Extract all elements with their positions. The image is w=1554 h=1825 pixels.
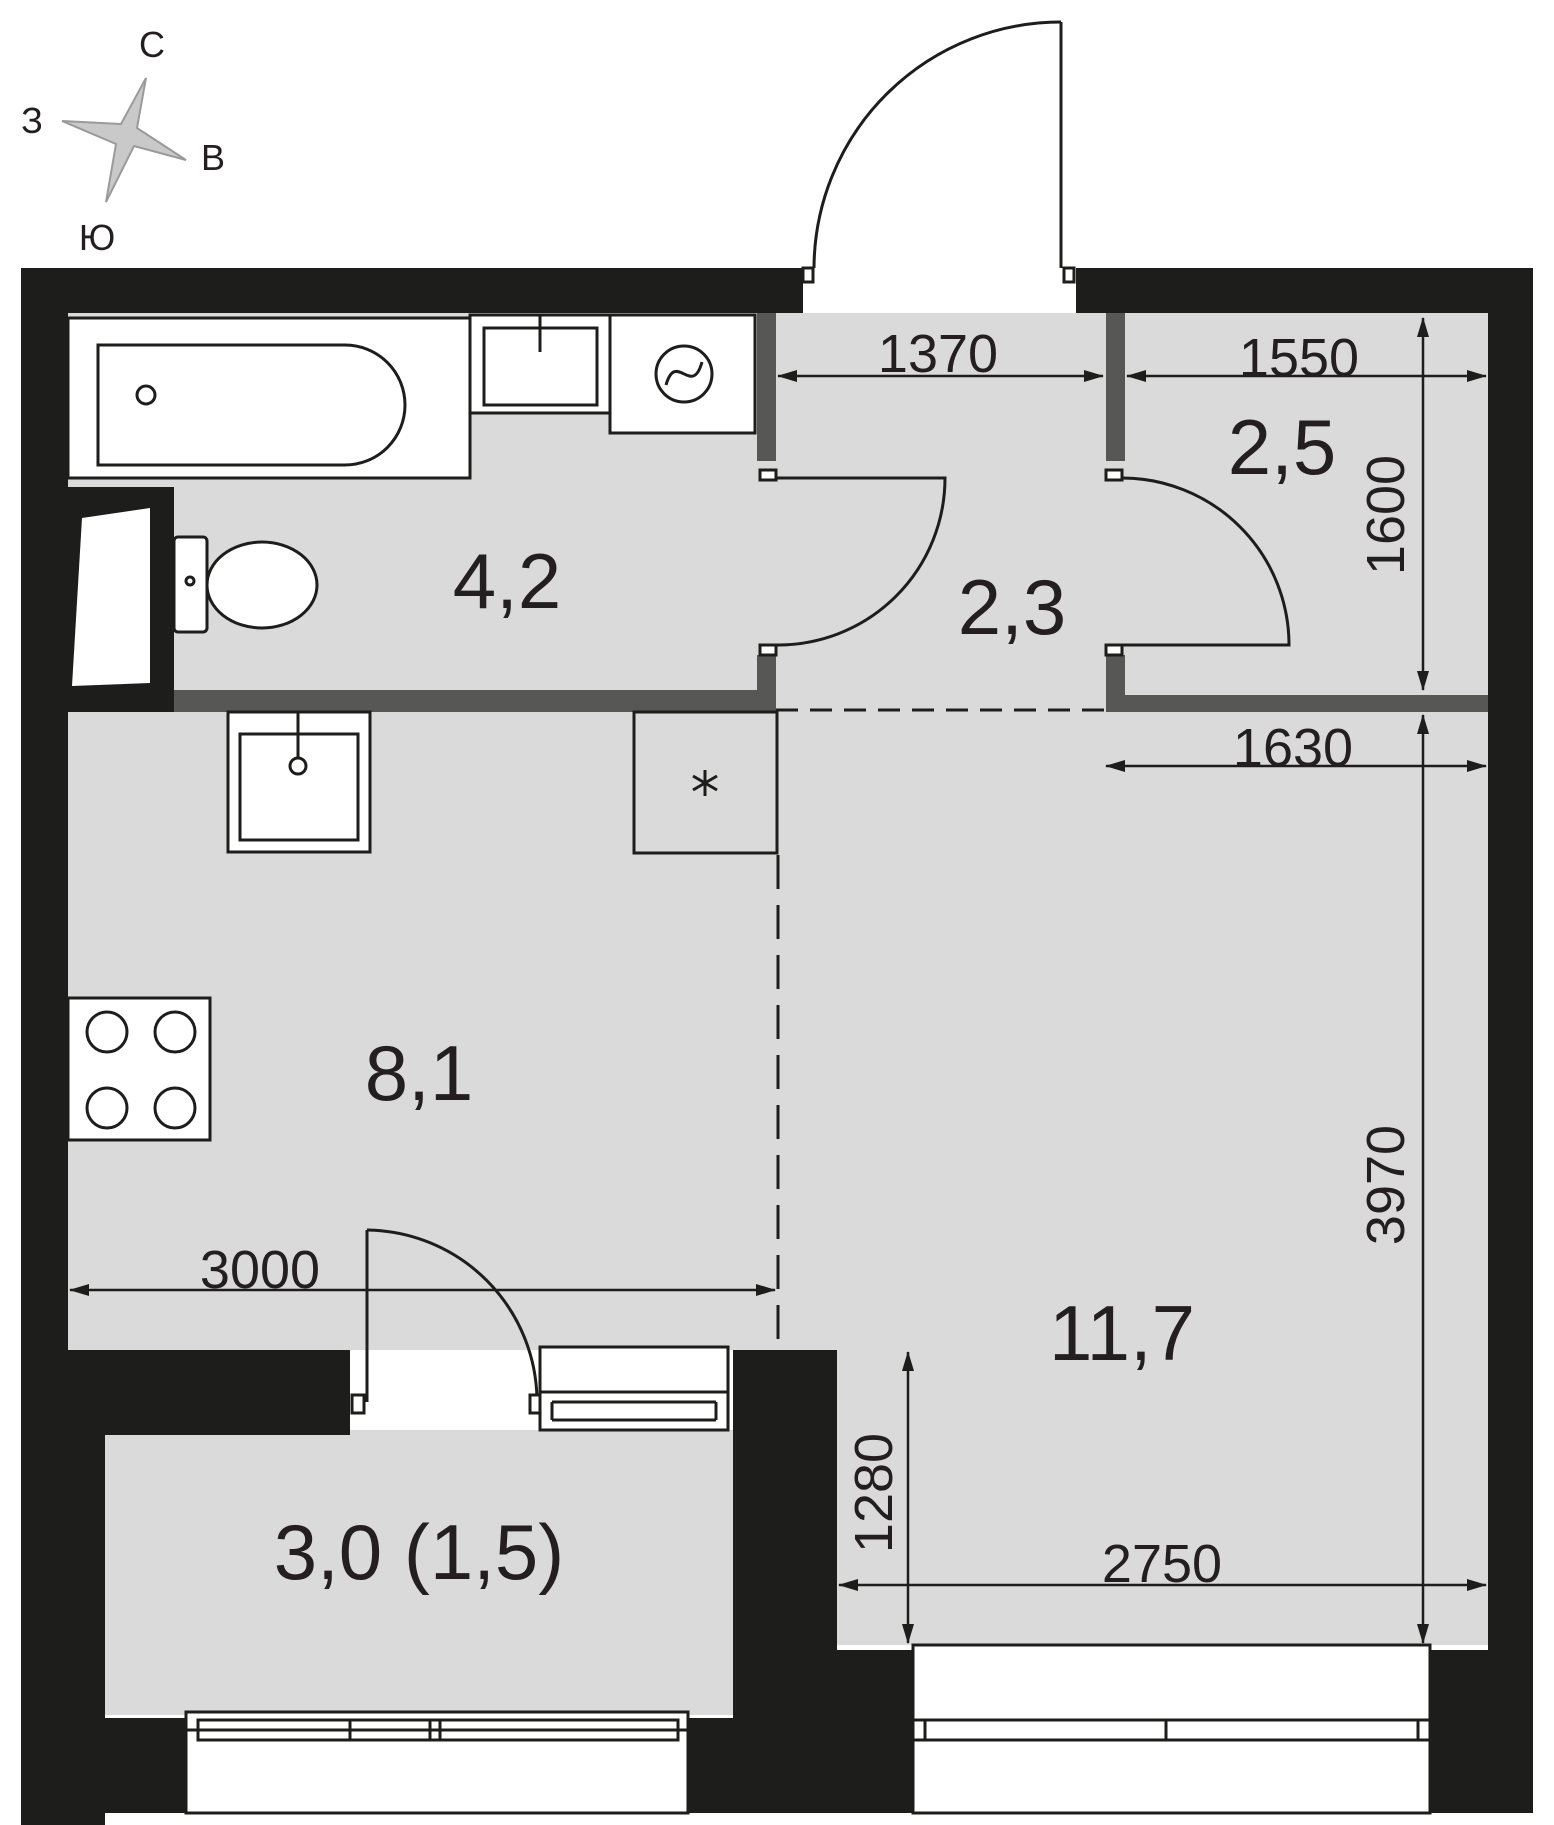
- dim-niche-depth: 1280: [844, 1433, 904, 1553]
- partition-hall-storage-upper: [1106, 313, 1125, 461]
- wall-bottom-left: [21, 1718, 186, 1813]
- room-area-bathroom: 4,2: [453, 537, 561, 625]
- balcony-floor: [105, 1430, 733, 1715]
- compass-rose-icon: [61, 77, 187, 203]
- storage-door: [1104, 468, 1291, 657]
- dimension-labels: 1370 1550 1630 3000 2750 1600 3970 1280: [200, 324, 1416, 1594]
- dim-kitchen-width: 3000: [200, 1240, 320, 1300]
- partitions: [174, 313, 1488, 1350]
- compass-south-label: Ю: [79, 217, 115, 258]
- living-floor: [778, 705, 1488, 1645]
- kitchen-sink: [226, 710, 372, 854]
- window-living: [911, 1643, 1432, 1815]
- dim-hall-width: 1370: [878, 324, 998, 384]
- room-area-hall: 2,3: [958, 563, 1066, 651]
- dim-storage-width: 1550: [1239, 328, 1359, 388]
- room-area-storage: 2,5: [1228, 403, 1336, 491]
- bathroom-sink: [468, 313, 612, 415]
- compass: С З В Ю: [21, 24, 225, 258]
- refrigerator: [632, 710, 779, 855]
- bathtub: [66, 316, 472, 480]
- room-area-kitchen: 8,1: [365, 1029, 473, 1117]
- compass-east-label: В: [201, 137, 225, 178]
- partition-bath-kitchen: [174, 690, 776, 712]
- wall-bottom-pier: [733, 1650, 913, 1813]
- dim-living-depth: 3970: [1356, 1125, 1416, 1245]
- toilet: [172, 535, 319, 634]
- wall-bottom-right: [1430, 1650, 1533, 1813]
- dimension-lines: [69, 317, 1487, 1644]
- wall-top-left: [21, 268, 803, 313]
- room-area-balcony: 3,0 (1,5): [274, 1508, 564, 1596]
- dim-living-upper-width: 1630: [1233, 718, 1353, 778]
- partition-bath-hall-upper: [757, 313, 776, 461]
- wall-top-right: [1076, 268, 1533, 313]
- compass-west-label: З: [21, 100, 43, 141]
- balcony-door: [350, 1228, 544, 1415]
- entrance-door: [801, 20, 1076, 284]
- washing-machine: [608, 313, 757, 435]
- compass-north-label: С: [139, 24, 165, 65]
- wall-right: [1488, 313, 1533, 1656]
- wall-balcony-top: [105, 1350, 350, 1435]
- dim-living-width: 2750: [1102, 1534, 1222, 1594]
- window-kitchen: [538, 1345, 730, 1432]
- partition-storage-living: [1106, 695, 1488, 712]
- walls: [21, 268, 1533, 1825]
- dim-storage-depth: 1600: [1356, 455, 1416, 575]
- wall-pier: [733, 1350, 837, 1650]
- room-labels: 4,2 2,3 2,5 8,1 11,7 3,0 (1,5): [274, 403, 1336, 1596]
- room-area-living: 11,7: [1049, 1289, 1195, 1377]
- wall-bottom-mid: [688, 1718, 738, 1813]
- shaft-panel: [72, 508, 150, 686]
- bathroom-door: [758, 468, 947, 657]
- cooktop: [66, 996, 212, 1142]
- window-balcony: [184, 1710, 690, 1815]
- wall-left: [21, 268, 68, 1358]
